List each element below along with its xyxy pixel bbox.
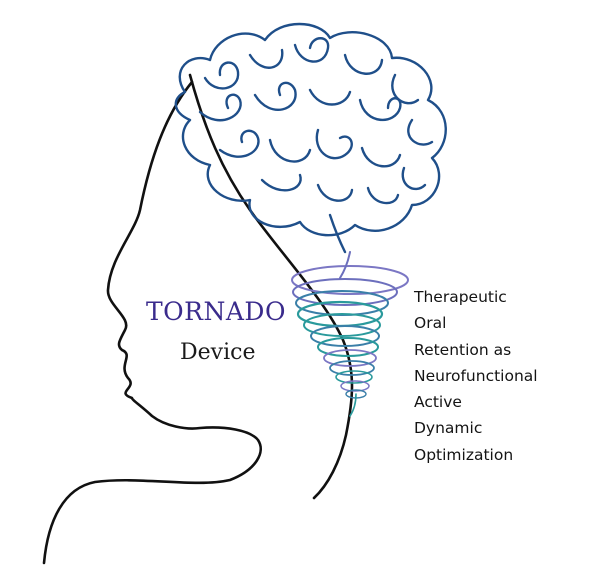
acronym-line: Retention as (414, 340, 512, 359)
tornado-icon (291, 251, 409, 417)
neck-line-icon (188, 73, 354, 500)
device-title: TORNADO (146, 297, 286, 326)
acronym-line: Therapeutic (414, 288, 507, 306)
device-subtitle: Device (180, 340, 256, 365)
acronym-line: Dynamic (414, 419, 483, 438)
acronym-list: Therapeutic Oral Retention as Neurofunct… (414, 284, 538, 468)
brain-icon (174, 22, 447, 254)
acronym-line: Optimization (414, 445, 514, 464)
acronym-line: Active (414, 393, 462, 412)
acronym-line: Oral (414, 314, 447, 333)
acronym-line: Neurofunctional (414, 366, 538, 385)
head-profile-icon (42, 80, 262, 565)
